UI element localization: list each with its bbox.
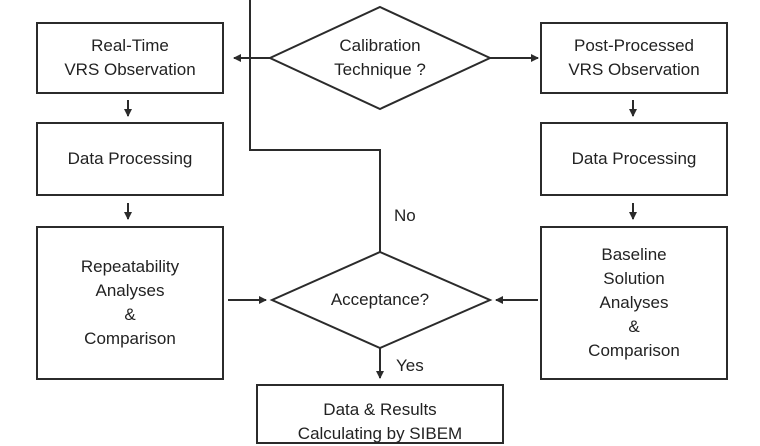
postprocessed-observation-box: Post-Processed VRS Observation xyxy=(540,22,728,94)
repeatability-analyses-box: Repeatability Analyses & Comparison xyxy=(36,226,224,380)
yes-edge-label: Yes xyxy=(396,356,424,375)
realtime-observation-box: Real-Time VRS Observation xyxy=(36,22,224,94)
calibration-decision-diamond xyxy=(267,5,493,111)
no-edge-label: No xyxy=(394,206,416,225)
calibration-technique-label: Calibration Technique ? xyxy=(334,36,426,79)
baseline-solution-box: Baseline Solution Analyses & Comparison xyxy=(540,226,728,380)
no-loop-connector xyxy=(249,0,381,252)
data-processing-left-box: Data Processing xyxy=(36,122,224,196)
results-calculation-box: Data & Results Calculating by SIBEM xyxy=(256,384,504,444)
acceptance-label: Acceptance? xyxy=(330,290,430,309)
data-processing-right-box: Data Processing xyxy=(540,122,728,196)
flowchart-connectors xyxy=(124,0,637,379)
